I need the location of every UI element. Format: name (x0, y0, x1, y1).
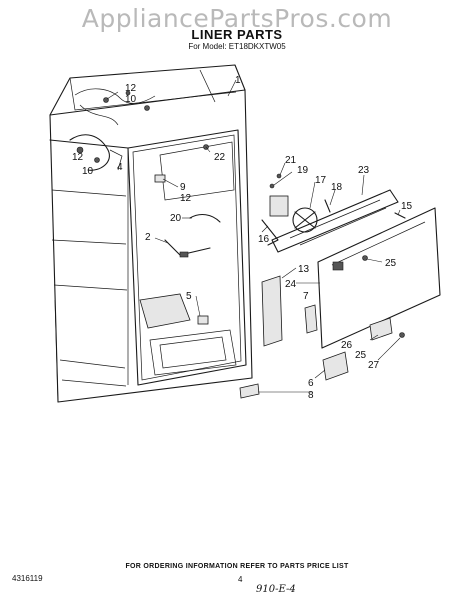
callout-8: 8 (308, 390, 314, 401)
ordering-note: FOR ORDERING INFORMATION REFER TO PARTS … (125, 563, 349, 570)
evaporator-cover (239, 173, 441, 399)
callout-27: 27 (368, 360, 380, 371)
callout-13: 13 (298, 264, 310, 275)
callout-10: 10 (125, 94, 137, 105)
model-line: For Model: ET18DKXTW05 (188, 42, 286, 51)
callout-10b: 10 (82, 166, 94, 177)
leader-lines (106, 79, 401, 393)
callout-22: 22 (214, 152, 226, 163)
callout-6: 6 (308, 378, 314, 389)
callout-12b: 12 (180, 193, 192, 204)
liner-components (154, 144, 221, 325)
part-number: 4316119 (12, 574, 43, 583)
callout-1: 1 (235, 75, 241, 86)
handwritten-code: 910-E-4 (256, 584, 296, 595)
callout-26: 26 (341, 340, 353, 351)
liner-cabinet (49, 64, 253, 403)
callout-7: 7 (303, 291, 309, 302)
callout-15: 15 (401, 201, 413, 212)
callout-23: 23 (358, 165, 370, 176)
callout-25b: 25 (355, 350, 367, 361)
top-wiring-harness (69, 88, 156, 171)
callout-5: 5 (186, 291, 192, 302)
callout-18: 18 (331, 182, 343, 193)
callout-9: 9 (180, 182, 186, 193)
page-number: 4 (238, 575, 243, 584)
callout-2: 2 (145, 232, 151, 243)
callout-16: 16 (258, 234, 270, 245)
callout-21: 21 (285, 155, 297, 166)
callout-17: 17 (315, 175, 327, 186)
callout-20: 20 (170, 213, 182, 224)
page-title: LINER PARTS (191, 27, 283, 42)
callout-numbers: 1 12 10 22 21 19 23 9 12 17 18 15 2 20 1… (72, 75, 413, 401)
watermark: AppliancePartsPros.com (81, 4, 393, 33)
callout-12: 12 (125, 83, 137, 94)
callout-24: 24 (285, 279, 297, 290)
callout-4: 4 (117, 162, 123, 173)
callout-25: 25 (385, 258, 397, 269)
callout-12c: 12 (72, 152, 84, 163)
callout-19: 19 (297, 165, 309, 176)
